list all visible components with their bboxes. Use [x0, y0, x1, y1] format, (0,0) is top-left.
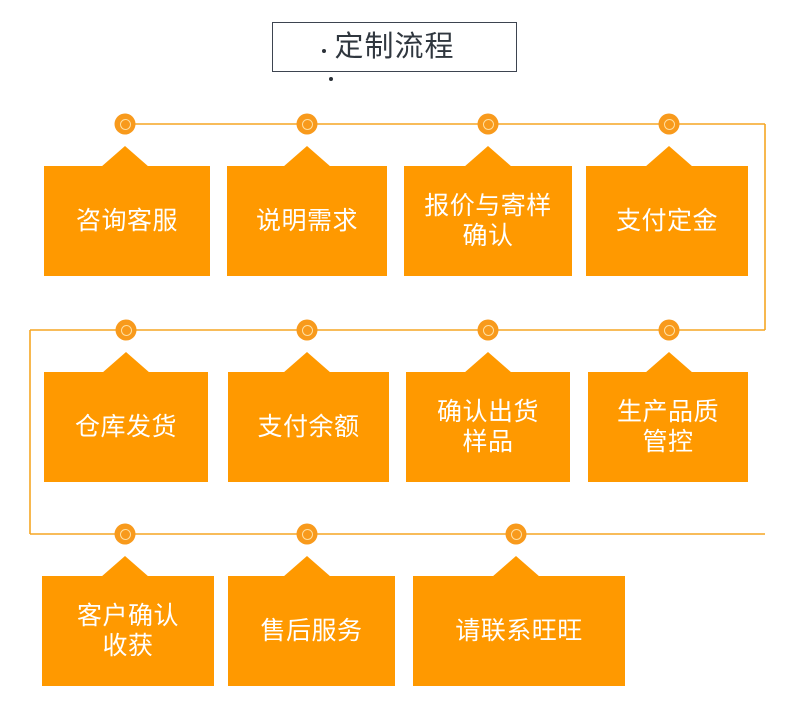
- step-notch-icon: [283, 352, 331, 373]
- step-box-2-3[interactable]: 确认出货 样品: [406, 352, 570, 482]
- step-notch-icon: [645, 352, 693, 373]
- rail-node-3-2: [296, 523, 318, 545]
- step-label: 客户确认 收获: [76, 601, 179, 661]
- step-notch-icon: [492, 556, 540, 577]
- step-box-2-4[interactable]: 生产品质 管控: [588, 352, 748, 482]
- step-notch-icon: [283, 146, 331, 167]
- step-box-3-3[interactable]: 请联系旺旺: [413, 556, 625, 686]
- step-box-1-2[interactable]: 说明需求: [227, 146, 387, 276]
- rail-node-2-4: [658, 319, 680, 341]
- title-leading-dot: [322, 49, 326, 53]
- rail-node-2-2: [296, 319, 318, 341]
- step-box-1-3[interactable]: 报价与寄样 确认: [404, 146, 572, 276]
- step-box-1-4[interactable]: 支付定金: [586, 146, 748, 276]
- step-label: 确认出货 样品: [436, 397, 539, 457]
- step-label: 支付余额: [257, 412, 360, 441]
- rail-node-1-2: [296, 113, 318, 135]
- flowchart-title-box: 定制流程: [272, 22, 517, 72]
- step-notch-icon: [283, 556, 331, 577]
- step-notch-icon: [464, 352, 512, 373]
- step-label: 请联系旺旺: [455, 616, 583, 645]
- rail-node-1-4: [658, 113, 680, 135]
- step-notch-icon: [464, 146, 512, 167]
- step-box-2-1[interactable]: 仓库发货: [44, 352, 208, 482]
- step-notch-icon: [101, 146, 149, 167]
- step-notch-icon: [645, 146, 693, 167]
- rail-node-2-3: [477, 319, 499, 341]
- step-box-3-2[interactable]: 售后服务: [228, 556, 395, 686]
- flowchart-title-text: 定制流程: [334, 30, 455, 63]
- step-box-1-1[interactable]: 咨询客服: [44, 146, 210, 276]
- step-label: 支付定金: [615, 206, 718, 235]
- step-notch-icon: [102, 352, 150, 373]
- step-label: 仓库发货: [74, 412, 177, 441]
- rail-node-1-3: [477, 113, 499, 135]
- rail-node-1-1: [114, 113, 136, 135]
- title-trailing-dot: [329, 77, 333, 81]
- step-label: 说明需求: [255, 206, 358, 235]
- step-label: 报价与寄样 确认: [424, 191, 552, 251]
- step-label: 咨询客服: [75, 206, 178, 235]
- step-box-3-1[interactable]: 客户确认 收获: [42, 556, 214, 686]
- rail-node-3-1: [114, 523, 136, 545]
- rail-node-2-1: [115, 319, 137, 341]
- rail-node-3-3: [505, 523, 527, 545]
- step-label: 生产品质 管控: [616, 397, 719, 457]
- step-notch-icon: [101, 556, 149, 577]
- step-label: 售后服务: [260, 616, 363, 645]
- step-box-2-2[interactable]: 支付余额: [228, 352, 389, 482]
